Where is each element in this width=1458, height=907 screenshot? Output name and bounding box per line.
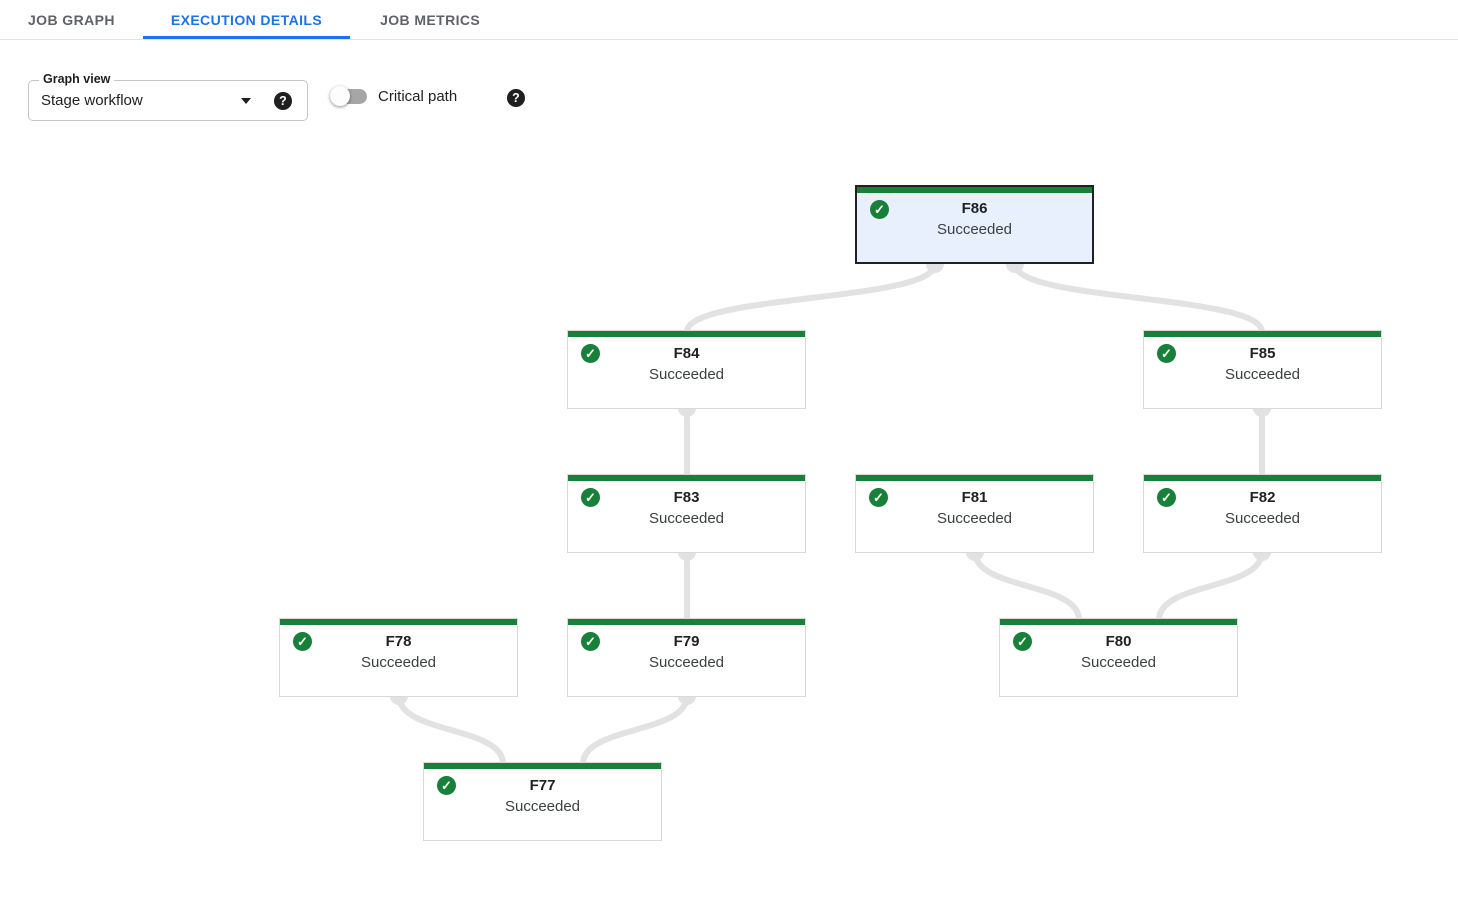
stage-name: F84: [673, 345, 700, 362]
graph-view-value: Stage workflow: [41, 92, 143, 109]
toggle-thumb: [330, 86, 350, 106]
critical-path-toggle[interactable]: [330, 86, 368, 106]
check-circle-icon: ✓: [437, 776, 456, 795]
edge-f79-f77: [580, 695, 690, 765]
status-bar: [1000, 619, 1237, 625]
status-bar: [568, 619, 805, 625]
stage-name: F83: [673, 489, 700, 506]
chevron-down-icon: [241, 98, 251, 104]
stage-name: F85: [1249, 345, 1276, 362]
job-tab-bar: JOB GRAPH EXECUTION DETAILS JOB METRICS: [0, 0, 1458, 40]
status-bar: [280, 619, 517, 625]
tab-job-graph[interactable]: JOB GRAPH: [28, 11, 115, 28]
status-bar: [424, 763, 661, 769]
status-bar: [568, 475, 805, 481]
check-circle-icon: ✓: [870, 200, 889, 219]
check-circle-icon: ✓: [1157, 488, 1176, 507]
stage-status: Succeeded: [648, 366, 725, 383]
graph-view-select[interactable]: Graph view Stage workflow ?: [28, 72, 308, 121]
stage-name: F86: [961, 200, 988, 217]
stage-status: Succeeded: [936, 221, 1013, 238]
stage-name: F77: [529, 777, 556, 794]
status-bar: [568, 331, 805, 337]
edge-f86-f84: [684, 263, 938, 333]
check-circle-icon: ✓: [581, 488, 600, 507]
critical-path-label: Critical path: [378, 88, 458, 105]
check-circle-icon: ✓: [581, 344, 600, 363]
check-circle-icon: ✓: [869, 488, 888, 507]
critical-path-help-icon[interactable]: ?: [507, 89, 525, 107]
stage-name: F80: [1105, 633, 1132, 650]
check-circle-icon: ✓: [1157, 344, 1176, 363]
graph-controls: Graph view Stage workflow ? Critical pat…: [0, 40, 1458, 140]
stage-name: F79: [673, 633, 700, 650]
edge-f86-f85: [1012, 263, 1265, 333]
status-bar: [1144, 331, 1381, 337]
graph-view-label: Graph view: [39, 72, 115, 86]
stage-status: Succeeded: [648, 510, 725, 527]
stage-status: Succeeded: [1224, 366, 1301, 383]
edge-f82-f80: [1156, 551, 1265, 621]
tab-execution-details[interactable]: EXECUTION DETAILS: [143, 0, 350, 39]
stage-status: Succeeded: [1224, 510, 1301, 527]
stage-status: Succeeded: [936, 510, 1013, 527]
edge-f81-f80: [972, 551, 1082, 621]
check-circle-icon: ✓: [581, 632, 600, 651]
graph-view-help-icon[interactable]: ?: [274, 92, 292, 110]
stage-name: F81: [961, 489, 988, 506]
stage-name: F82: [1249, 489, 1276, 506]
status-bar: [1144, 475, 1381, 481]
stage-status: Succeeded: [504, 798, 581, 815]
stage-status: Succeeded: [360, 654, 437, 671]
edge-f78-f77: [396, 695, 506, 765]
status-bar: [857, 187, 1092, 193]
tab-job-metrics[interactable]: JOB METRICS: [380, 11, 481, 28]
stage-status: Succeeded: [648, 654, 725, 671]
check-circle-icon: ✓: [1013, 632, 1032, 651]
status-bar: [856, 475, 1093, 481]
stage-status: Succeeded: [1080, 654, 1157, 671]
check-circle-icon: ✓: [293, 632, 312, 651]
stage-name: F78: [385, 633, 412, 650]
